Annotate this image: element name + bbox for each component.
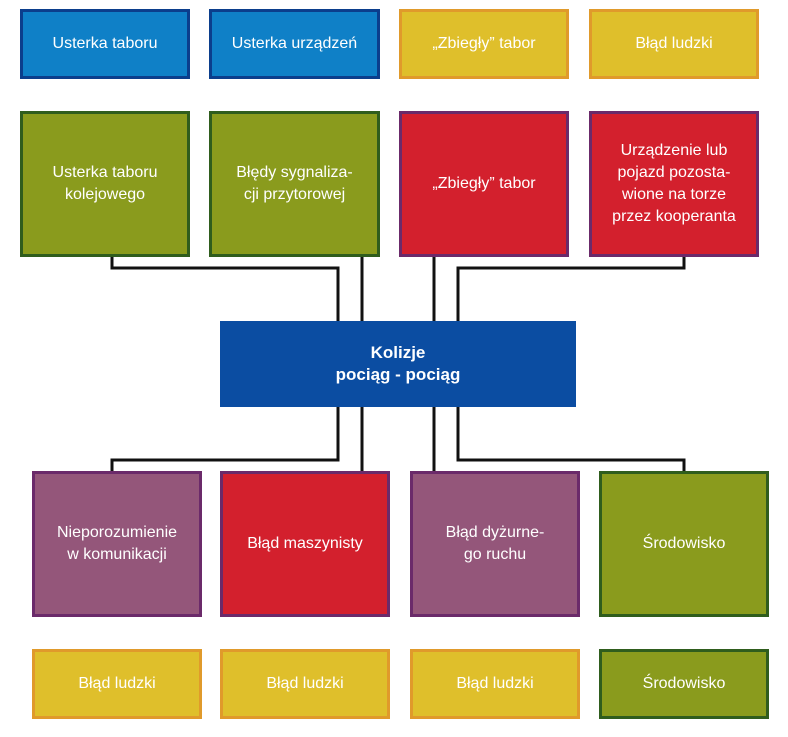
cause-label: Błąd maszynisty (247, 535, 363, 552)
category-label: Błąd ludzki (456, 675, 534, 692)
category-label: Błąd ludzki (78, 675, 156, 692)
connector-upper-1 (110, 256, 340, 322)
center-label: Kolizje pociąg - pociąg (335, 343, 461, 384)
category-box-runaway-rolling-stock: „Zbiegły” tabor (399, 9, 569, 79)
center-box-train-collisions: Kolizje pociąg - pociąg (220, 321, 576, 407)
category-label: Usterka taboru (52, 35, 158, 52)
cause-label: Urządzenie lub pojazd pozosta- wione na … (612, 142, 736, 225)
category-label: Błąd ludzki (266, 675, 344, 692)
category-box-environment: Środowisko (599, 649, 769, 719)
category-box-equipment-failure: Usterka taboru (20, 9, 190, 79)
category-label: Błąd ludzki (635, 35, 713, 52)
cause-label: Nieporozumienie w komunikacji (56, 524, 178, 563)
cause-box-obstacle-left-by-contractor: Urządzenie lub pojazd pozosta- wione na … (589, 111, 759, 257)
cause-box-driver-error: Błąd maszynisty (220, 471, 390, 617)
category-box-human-error: Błąd ludzki (589, 9, 759, 79)
connector-lower-4 (456, 406, 686, 472)
cause-box-environment: Środowisko (599, 471, 769, 617)
cause-label: Usterka taboru kolejowego (52, 164, 158, 203)
cause-label: Błąd dyżurne- go ruchu (445, 524, 545, 563)
cause-box-signalling-errors: Błędy sygnaliza- cji przytorowej (209, 111, 380, 257)
connector-lower-1 (110, 406, 340, 472)
cause-box-dispatcher-error: Błąd dyżurne- go ruchu (410, 471, 580, 617)
category-label: „Zbiegły” tabor (432, 35, 536, 52)
connector-upper-4 (456, 256, 686, 322)
cause-box-runaway-rolling-stock: „Zbiegły” tabor (399, 111, 569, 257)
category-label: Usterka urządzeń (231, 35, 358, 52)
cause-label: Błędy sygnaliza- cji przytorowej (236, 164, 353, 203)
cause-box-rolling-stock-failure: Usterka taboru kolejowego (20, 111, 190, 257)
category-box-human-error-1: Błąd ludzki (32, 649, 202, 719)
cause-label: „Zbiegły” tabor (432, 175, 536, 192)
category-label: Środowisko (642, 675, 726, 692)
category-box-device-failure: Usterka urządzeń (209, 9, 380, 79)
category-box-human-error-2: Błąd ludzki (220, 649, 390, 719)
category-box-human-error-3: Błąd ludzki (410, 649, 580, 719)
cause-box-communication-misunderstanding: Nieporozumienie w komunikacji (32, 471, 202, 617)
cause-label: Środowisko (642, 535, 726, 552)
